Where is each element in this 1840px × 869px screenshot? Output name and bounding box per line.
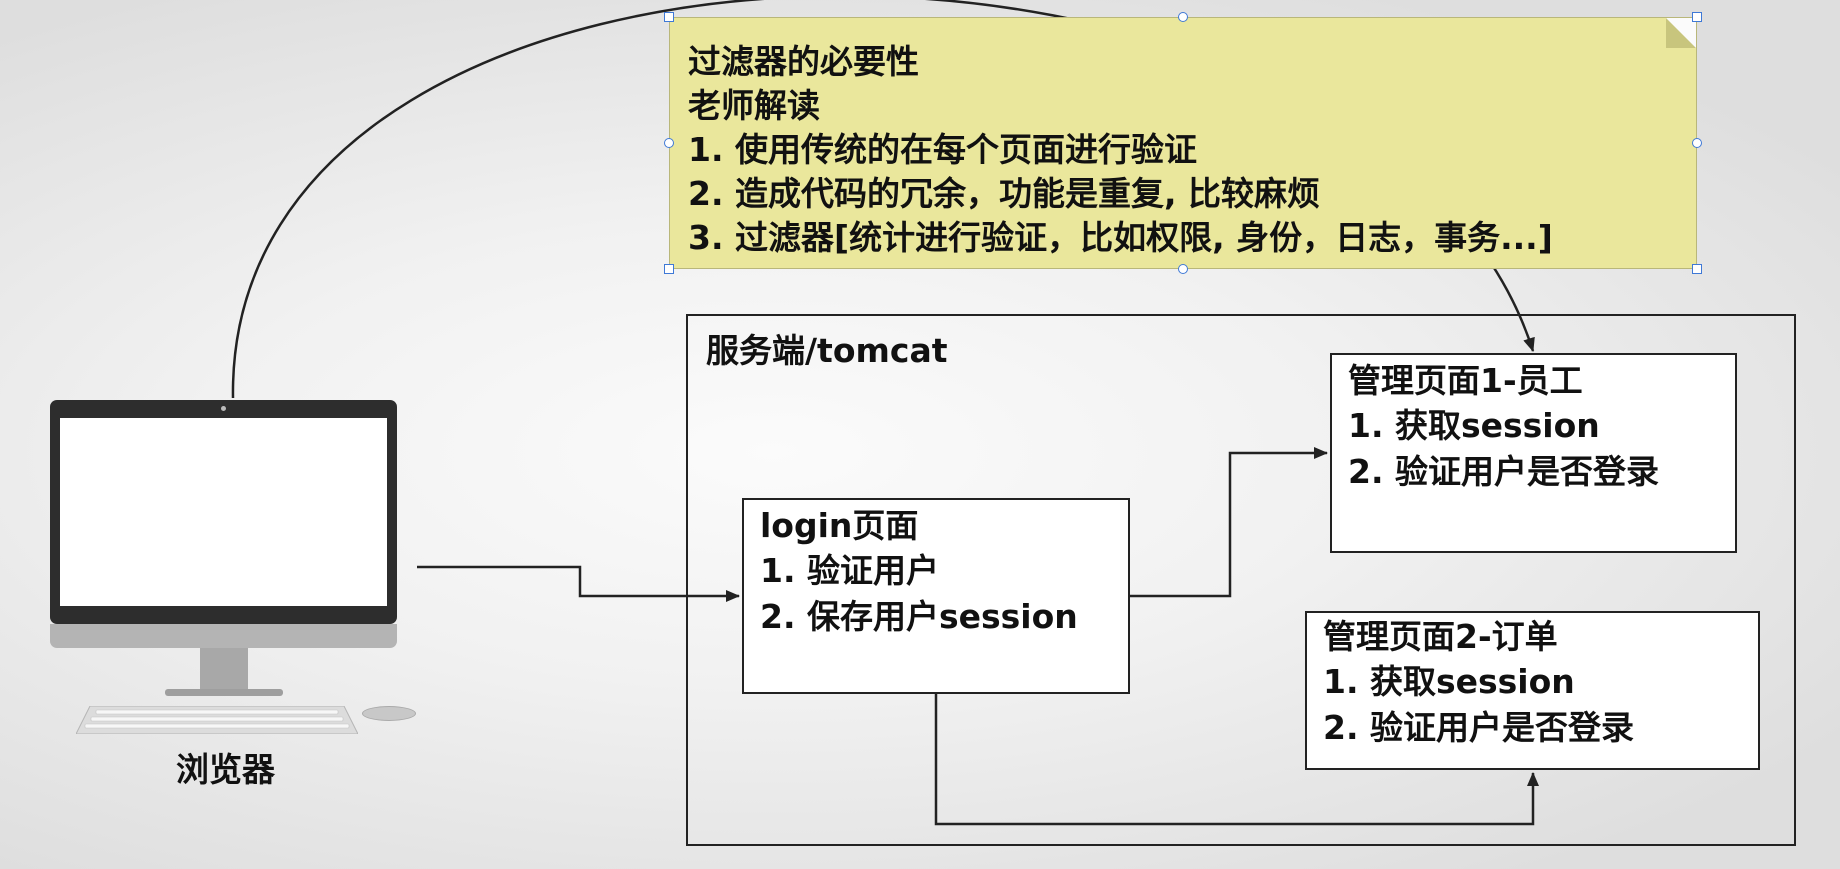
admin-page2-box: 管理页面2-订单 1. 获取session 2. 验证用户是否登录 [1305, 611, 1760, 770]
admin-page1-step: 1. 获取session [1348, 406, 1600, 445]
monitor-stand-neck [200, 648, 248, 690]
arrow-login-to-page1 [1130, 447, 1328, 598]
note-line: 1. 使用传统的在每个页面进行验证 [688, 130, 1197, 169]
login-page-steps: 1. 验证用户 2. 保存用户session [760, 548, 1112, 640]
monitor-chin [50, 624, 397, 648]
admin-page2-title: 管理页面2-订单 [1323, 617, 1558, 656]
keyboard-icon [76, 706, 358, 734]
login-page-title: login页面 [760, 506, 919, 545]
login-step: 1. 验证用户 [760, 551, 939, 590]
note-line: 2. 造成代码的冗余，功能是重复, 比较麻烦 [688, 174, 1321, 213]
mouse-icon [362, 706, 416, 721]
browser-label: 浏览器 [176, 750, 275, 789]
selection-handle-top-center[interactable] [1178, 12, 1188, 22]
selection-handle-top-left[interactable] [664, 12, 674, 22]
selection-handle-bottom-center[interactable] [1178, 264, 1188, 274]
admin-page1-box: 管理页面1-员工 1. 获取session 2. 验证用户是否登录 [1330, 353, 1737, 553]
server-container: 服务端/tomcat [686, 314, 1796, 846]
admin-page2-step: 1. 获取session [1323, 662, 1575, 701]
arrow-browser-to-login [417, 565, 740, 602]
note-text: 过滤器的必要性 老师解读 1. 使用传统的在每个页面进行验证 2. 造成代码的冗… [688, 40, 1553, 260]
login-page-box: login页面 1. 验证用户 2. 保存用户session [742, 498, 1130, 694]
computer-monitor-icon [50, 400, 397, 624]
admin-page2-step: 2. 验证用户是否登录 [1323, 708, 1634, 747]
selection-handle-bottom-right[interactable] [1692, 264, 1702, 274]
selection-handle-bottom-left[interactable] [664, 264, 674, 274]
admin-page2-steps: 1. 获取session 2. 验证用户是否登录 [1323, 659, 1742, 751]
admin-page1-step: 2. 验证用户是否登录 [1348, 452, 1659, 491]
monitor-screen [60, 418, 387, 606]
sticky-note[interactable]: 过滤器的必要性 老师解读 1. 使用传统的在每个页面进行验证 2. 造成代码的冗… [669, 17, 1697, 269]
admin-page1-title: 管理页面1-员工 [1348, 361, 1583, 400]
arrow-login-to-page2 [934, 694, 1539, 826]
note-line: 3. 过滤器[统计进行验证，比如权限, 身份，日志，事务...] [688, 218, 1553, 257]
note-line: 过滤器的必要性 [688, 42, 919, 81]
selection-handle-middle-left[interactable] [664, 138, 674, 148]
note-line: 老师解读 [688, 86, 820, 125]
selection-handle-middle-right[interactable] [1692, 138, 1702, 148]
server-title: 服务端/tomcat [706, 331, 948, 370]
monitor-camera [221, 406, 226, 411]
monitor-stand-base [165, 689, 283, 696]
selection-handle-top-right[interactable] [1692, 12, 1702, 22]
login-step: 2. 保存用户session [760, 597, 1078, 636]
note-fold-corner [1666, 18, 1696, 48]
admin-page1-steps: 1. 获取session 2. 验证用户是否登录 [1348, 403, 1719, 495]
